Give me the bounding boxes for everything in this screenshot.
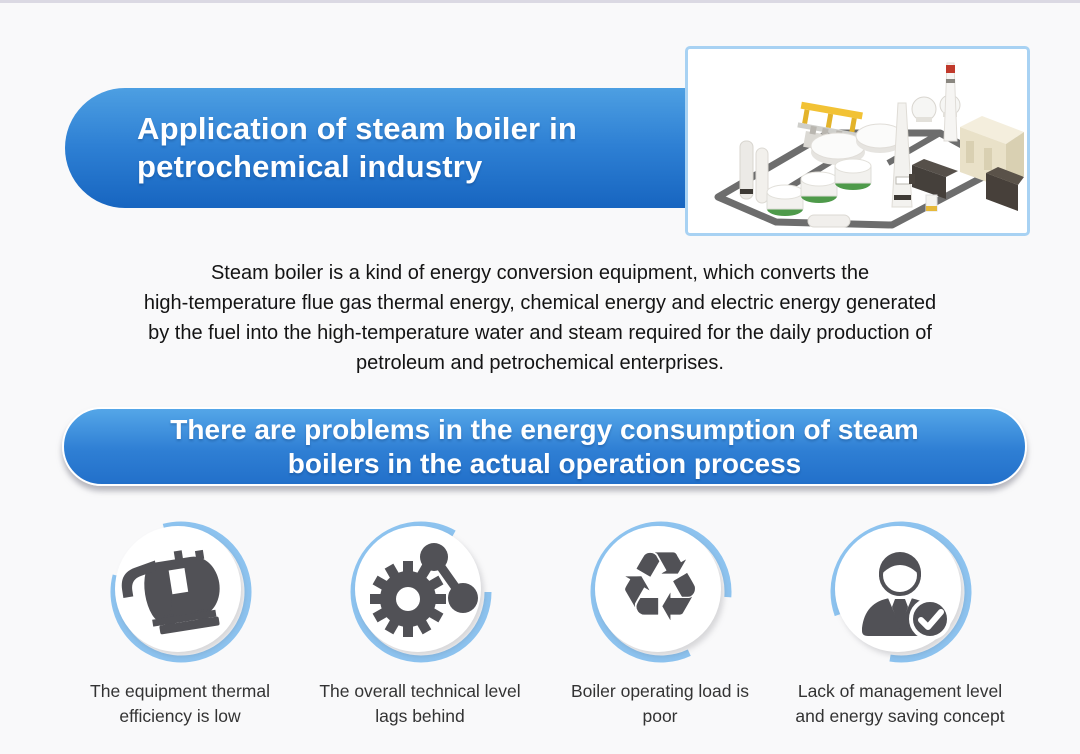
problem-caption: The overall technical level lags behind (319, 681, 521, 726)
recycle-icon: ♻ (616, 531, 704, 643)
intro-line: petroleum and petrochemical enterprises. (356, 352, 724, 374)
problems-title-line1: There are problems in the energy consump… (170, 413, 919, 445)
person-icon-circle (824, 515, 976, 667)
plant-illustration-frame (685, 46, 1030, 236)
header-title-banner: Application of steam boiler in petrochem… (65, 88, 685, 208)
boiler-icon-circle (104, 515, 256, 667)
intro-line: Steam boiler is a kind of energy convers… (210, 262, 870, 284)
problem-caption: The equipment thermal efficiency is low (90, 681, 270, 726)
petrochemical-plant-illustration-icon (714, 62, 1024, 229)
problems-title-banner: There are problems in the energy consump… (62, 407, 1027, 486)
problem-caption: Boiler operating load is poor (570, 681, 750, 726)
recycle-icon-circle: ♻ (584, 515, 736, 667)
boiler-icon (121, 549, 220, 635)
problem-item-operating-load: ♻ Boiler operating load is poor (540, 515, 780, 729)
gear-icon-circle (344, 515, 496, 667)
page-title-line2: petrochemical industry (137, 149, 483, 184)
problems-list: The equipment thermal efficiency is low (60, 515, 1020, 729)
intro-line: by the fuel into the high-temperature wa… (148, 322, 932, 344)
problem-caption: Lack of management level and energy savi… (795, 681, 1005, 726)
problem-item-technical-level: The overall technical level lags behind (300, 515, 540, 729)
problems-title-line2: boilers in the actual operation process (287, 447, 802, 479)
intro-line: high-temperature flue gas thermal energy… (143, 292, 937, 314)
gear-linkage-icon (370, 543, 478, 637)
problem-item-management: Lack of management level and energy savi… (780, 515, 1020, 729)
person-check-icon (862, 552, 951, 640)
problem-item-thermal-efficiency: The equipment thermal efficiency is low (60, 515, 300, 729)
intro-paragraph: Steam boiler is a kind of energy convers… (40, 258, 1040, 378)
page-title-line1: Application of steam boiler in (137, 111, 578, 146)
